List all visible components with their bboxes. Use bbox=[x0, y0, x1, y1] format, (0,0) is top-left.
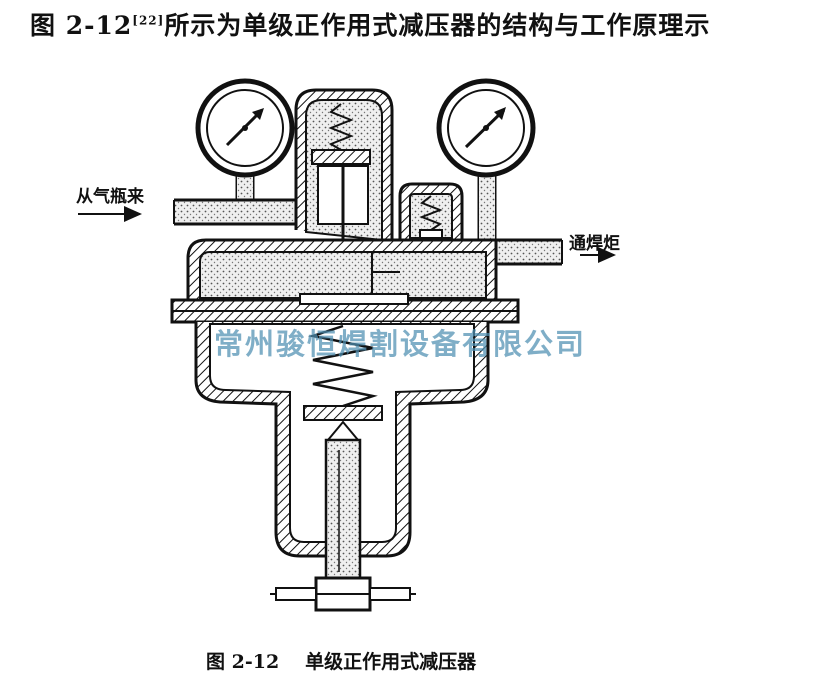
adjusting-screw bbox=[270, 420, 416, 612]
high-pressure-chamber bbox=[294, 88, 394, 300]
figure-caption: 图 2-12 单级正作用式减压器 bbox=[206, 647, 476, 674]
page-title: 图 2-12[22]所示为单级正作用式减压器的结构与工作原理示 bbox=[30, 6, 710, 42]
outlet-pipe bbox=[496, 238, 563, 266]
title-text-before-ref: 图 2-12 bbox=[30, 11, 133, 40]
inlet-pipe bbox=[173, 198, 304, 226]
safety-valve-spring bbox=[419, 195, 443, 231]
caption-number: 图 2-12 bbox=[206, 651, 280, 673]
caption-text: 单级正作用式减压器 bbox=[305, 651, 477, 673]
low-pressure-gauge bbox=[436, 78, 536, 240]
regulating-spring bbox=[308, 324, 378, 408]
safety-valve bbox=[398, 182, 464, 240]
valve-spring-top bbox=[328, 103, 354, 151]
inlet-label: 从气瓶来 bbox=[76, 187, 144, 207]
title-text-after-ref: 所示为单级正作用式减压器的结构与工作原理示 bbox=[164, 11, 711, 40]
title-reference: [22] bbox=[132, 13, 165, 28]
watermark: 常州骏恒焊割设备有限公司 bbox=[214, 327, 587, 361]
outlet-label: 通焊炬 bbox=[569, 234, 620, 254]
diaphragm bbox=[170, 293, 520, 324]
spring-seat bbox=[303, 405, 383, 421]
high-pressure-gauge bbox=[195, 78, 295, 200]
low-pressure-chamber bbox=[186, 238, 498, 302]
